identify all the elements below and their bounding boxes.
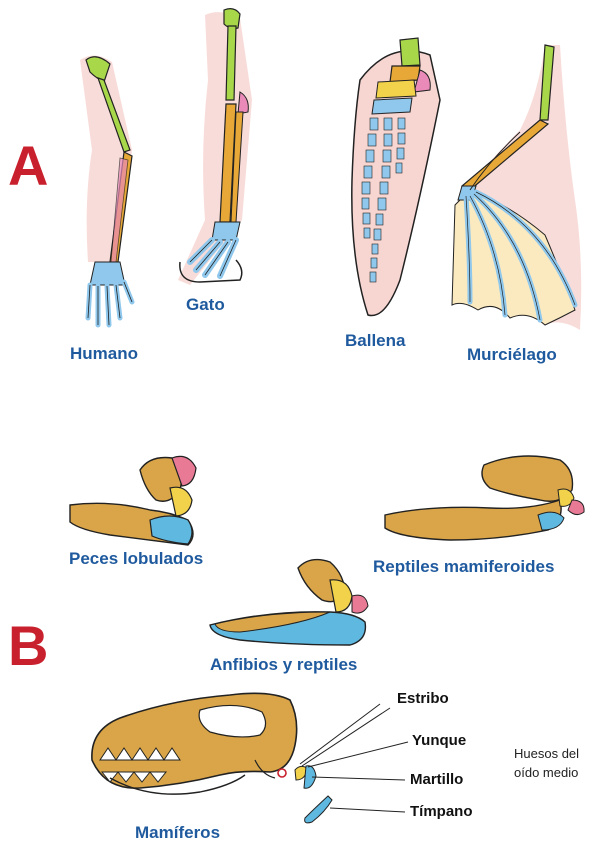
label-peces-lobulados: Peces lobulados — [69, 549, 203, 569]
label-murcielago: Murciélago — [467, 345, 557, 365]
mammal-skull-illustration — [92, 693, 297, 794]
amphibian-reptile-jaw-illustration — [210, 560, 368, 645]
label-mamiferos: Mamíferos — [135, 823, 220, 843]
label-anfibios-reptiles: Anfibios y reptiles — [210, 655, 357, 675]
section-b-letter: B — [8, 618, 48, 674]
mammal-like-reptile-jaw-illustration — [385, 456, 584, 540]
label-gato: Gato — [186, 295, 225, 315]
middle-ear-bones-illustration — [278, 704, 408, 823]
bat-wing-illustration — [452, 45, 581, 330]
label-timpano: Tímpano — [410, 803, 473, 820]
cat-leg-illustration — [178, 9, 252, 285]
label-ballena: Ballena — [345, 331, 405, 351]
label-martillo: Martillo — [410, 771, 463, 788]
whale-flipper-illustration — [352, 38, 440, 316]
label-humano: Humano — [70, 344, 138, 364]
lobed-fish-jaw-illustration — [70, 456, 196, 545]
label-reptiles-mamiferoides: Reptiles mamiferoides — [373, 557, 554, 577]
note-line-1: Huesos del — [514, 744, 579, 763]
middle-ear-bones-note: Huesos del oído medio — [514, 744, 579, 782]
note-line-2: oído medio — [514, 763, 579, 782]
label-yunque: Yunque — [412, 732, 466, 749]
human-arm-illustration — [80, 55, 132, 325]
label-estribo: Estribo — [397, 690, 449, 707]
section-a-letter: A — [8, 138, 48, 194]
